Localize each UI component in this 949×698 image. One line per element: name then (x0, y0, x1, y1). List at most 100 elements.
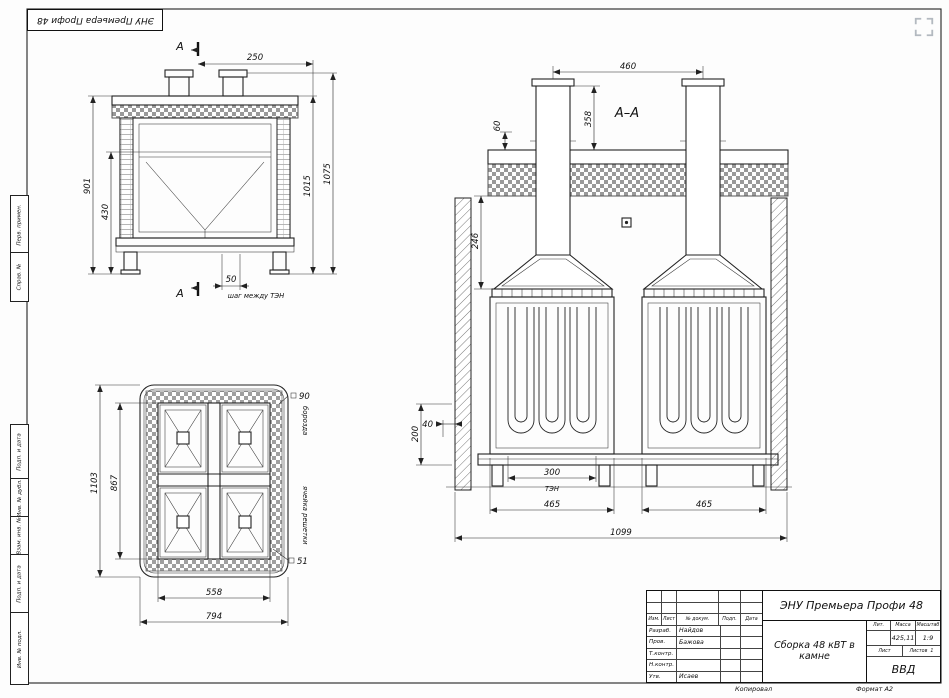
role-name: Найдов (677, 625, 721, 636)
section-chimney-right (680, 78, 726, 255)
row-approved: Утв. Исаев (647, 671, 762, 682)
scale-label: Масштаб (916, 623, 940, 628)
front-right-column (276, 117, 291, 239)
dim-top-inner-width: 558 (206, 588, 223, 598)
sheets-label: Листов (909, 648, 928, 654)
dim-right-module: 465 (696, 500, 712, 510)
dim-top-offset: 246 (471, 232, 481, 249)
drawing-frame (26, 8, 942, 684)
front-stone-band (111, 104, 299, 119)
margin-cell-inv-orig: Инв. № подл. (10, 612, 29, 685)
section-top-slab (487, 149, 789, 165)
footer-copied: Копировал (735, 685, 773, 693)
dim-front-top-width: 250 (247, 53, 263, 63)
title-block-left: Изм. Лист № докум. Подп. Дата Разраб. На… (647, 591, 763, 682)
firebox-right (641, 296, 767, 455)
organization: ВВД (891, 663, 916, 676)
row-tcontrol: Т.контр. (647, 648, 762, 660)
section-letter-bottom: А (175, 287, 184, 300)
firebox-left (489, 296, 615, 455)
title-block-header-row: Изм. Лист № докум. Подп. Дата (647, 614, 762, 626)
front-body (119, 117, 291, 239)
top-view: 1103 867 558 794 90 борозда ячейка решет… (90, 384, 310, 626)
doc-title: ЭНУ Премьера Профи 48 (763, 591, 940, 621)
top-outer (139, 384, 289, 578)
front-base (115, 237, 295, 247)
front-view: А А 250 901 430 1015 1075 50 шаг между Т… (83, 40, 337, 300)
front-inner-panel (138, 123, 272, 233)
hood-right (642, 254, 764, 290)
mass-label: Масса (891, 621, 916, 630)
top-stone-border (145, 390, 283, 572)
dim-cell-size: 51 (297, 557, 308, 567)
dim-chimney-height: 358 (584, 110, 594, 127)
margin-label: Подп. и дата (16, 433, 23, 471)
role-name: Исаев (677, 671, 721, 682)
role-label: Т.контр. (647, 648, 677, 659)
sheets-cell: Листов 1 (903, 646, 940, 656)
col-docnum: № докум. (677, 614, 719, 625)
row-checked: Пров. Бажова (647, 637, 762, 649)
dim-chimney-pitch: 460 (620, 62, 636, 72)
dim-top-outer-width: 794 (206, 612, 222, 622)
col-date: Дата (745, 616, 758, 622)
margin-cell-ref-no: Справ. № (10, 252, 29, 302)
lit-label: Лит. (867, 621, 891, 630)
title-block-right: ЭНУ Премьера Профи 48 Сборка 48 кВТ в ка… (763, 591, 940, 682)
section-legs (491, 464, 765, 487)
role-label: Н.контр. (647, 660, 677, 671)
margin-label: Взам. инв. № (16, 517, 23, 555)
role-name: Бажова (677, 637, 721, 648)
label-ten: ТЭН (545, 485, 559, 493)
row-developed: Разраб. Найдов (647, 625, 762, 637)
dim-top-inner-height: 867 (110, 474, 120, 491)
dim-gap: 40 (422, 420, 433, 430)
dim-front-height-outer: 901 (83, 178, 93, 194)
sheets-value: 1 (930, 648, 934, 654)
col-sign: Подп. (719, 614, 741, 625)
datum-mark (621, 217, 632, 228)
section-stone-band (487, 163, 789, 197)
row-ncontrol: Н.контр. (647, 660, 762, 672)
col-izm: Изм. (647, 614, 662, 625)
dim-bottom-height: 200 (411, 426, 421, 442)
dim-front-height-inner: 430 (101, 204, 111, 220)
square-symbol-cell (288, 557, 295, 564)
section-right-wall (770, 197, 788, 491)
dim-ten-step: 50 (226, 275, 237, 285)
section-chimney-left (530, 78, 576, 255)
role-label: Утв. (647, 671, 677, 682)
label-grate-cell: ячейка решетки (301, 486, 309, 545)
role-label: Разраб. (647, 625, 677, 636)
label-ten-step: шаг между ТЭН (228, 292, 284, 300)
role-name (677, 660, 721, 671)
dim-front-right-outer: 1075 (323, 163, 333, 185)
dim-slab-thickness: 60 (493, 121, 503, 132)
section-left-wall (454, 197, 472, 491)
col-list: Лист (662, 614, 677, 625)
dim-groove-size: 90 (299, 392, 310, 402)
mass-value: 425,11 (891, 631, 916, 645)
doc-subtitle: Сборка 48 кВТ в камне (763, 621, 867, 682)
margin-label: Инв. № дубл. (16, 479, 23, 517)
label-groove: борозда (301, 406, 309, 435)
heating-elements-left (507, 307, 597, 434)
section-base-tray (477, 453, 779, 466)
section-cut-marks (191, 42, 200, 296)
margin-cell-inv-dup: Инв. № дубл. (10, 478, 29, 518)
top-grate-cells (159, 404, 269, 558)
dim-top-outer-height: 1103 (90, 472, 100, 494)
margin-cell-sign-date-1: Подп. и дата (10, 424, 29, 480)
footer-format: Формат А2 (856, 685, 894, 693)
margin-cell-sign-date-2: Подп. и дата (10, 554, 29, 614)
heating-elements-right (659, 307, 749, 434)
hood-left (492, 254, 614, 290)
square-symbol-groove (290, 392, 297, 399)
fullscreen-icon[interactable] (913, 16, 935, 38)
sheet-label: Лист (867, 646, 903, 656)
front-chimneys (164, 69, 248, 97)
margin-label: Справ. № (16, 263, 23, 291)
dim-left-module: 465 (544, 500, 560, 510)
